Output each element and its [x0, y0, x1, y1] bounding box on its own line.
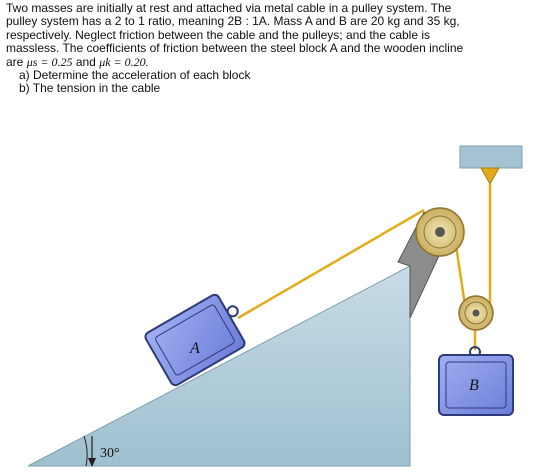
ceiling-support — [459, 145, 523, 169]
lower-pulley-axle — [472, 309, 480, 317]
angle-label: 30° — [100, 446, 120, 461]
kinetic-friction-coefficient: μk = 0.20. — [99, 54, 149, 69]
task-list: a) Determine the acceleration of each bl… — [6, 68, 538, 96]
task-a: a) Determine the acceleration of each bl… — [19, 68, 251, 83]
problem-line: Two masses are initially at rest and att… — [6, 1, 452, 15]
problem-text: and — [75, 54, 96, 69]
problem-line: respectively. Neglect friction between t… — [6, 27, 431, 42]
wooden-incline — [27, 265, 411, 467]
problem-statement: Two masses are initially at rest and att… — [6, 1, 538, 96]
static-friction-coefficient: μs = 0.25 — [26, 54, 73, 69]
lower-pulley-rim — [464, 301, 488, 325]
block-b-label: B — [469, 377, 479, 394]
block-b — [438, 346, 514, 416]
ceiling-hook — [480, 167, 500, 186]
cable-incline — [237, 208, 425, 320]
problem-line: pulley system has a 2 to 1 ratio, meanin… — [6, 14, 460, 29]
angle-arrowhead — [88, 458, 96, 467]
problem-line: massless. The coefficients of friction b… — [6, 41, 464, 56]
angle-arc — [83, 435, 88, 467]
block-a-label: A — [189, 340, 200, 357]
problem-text: are — [6, 54, 24, 69]
top-pulley-rim — [423, 215, 457, 249]
task-b: b) The tension in the cable — [19, 81, 161, 96]
problem-line: are μs = 0.25 and μk = 0.20. — [6, 54, 538, 69]
top-pulley-axle — [435, 227, 445, 237]
block-a — [144, 293, 246, 387]
